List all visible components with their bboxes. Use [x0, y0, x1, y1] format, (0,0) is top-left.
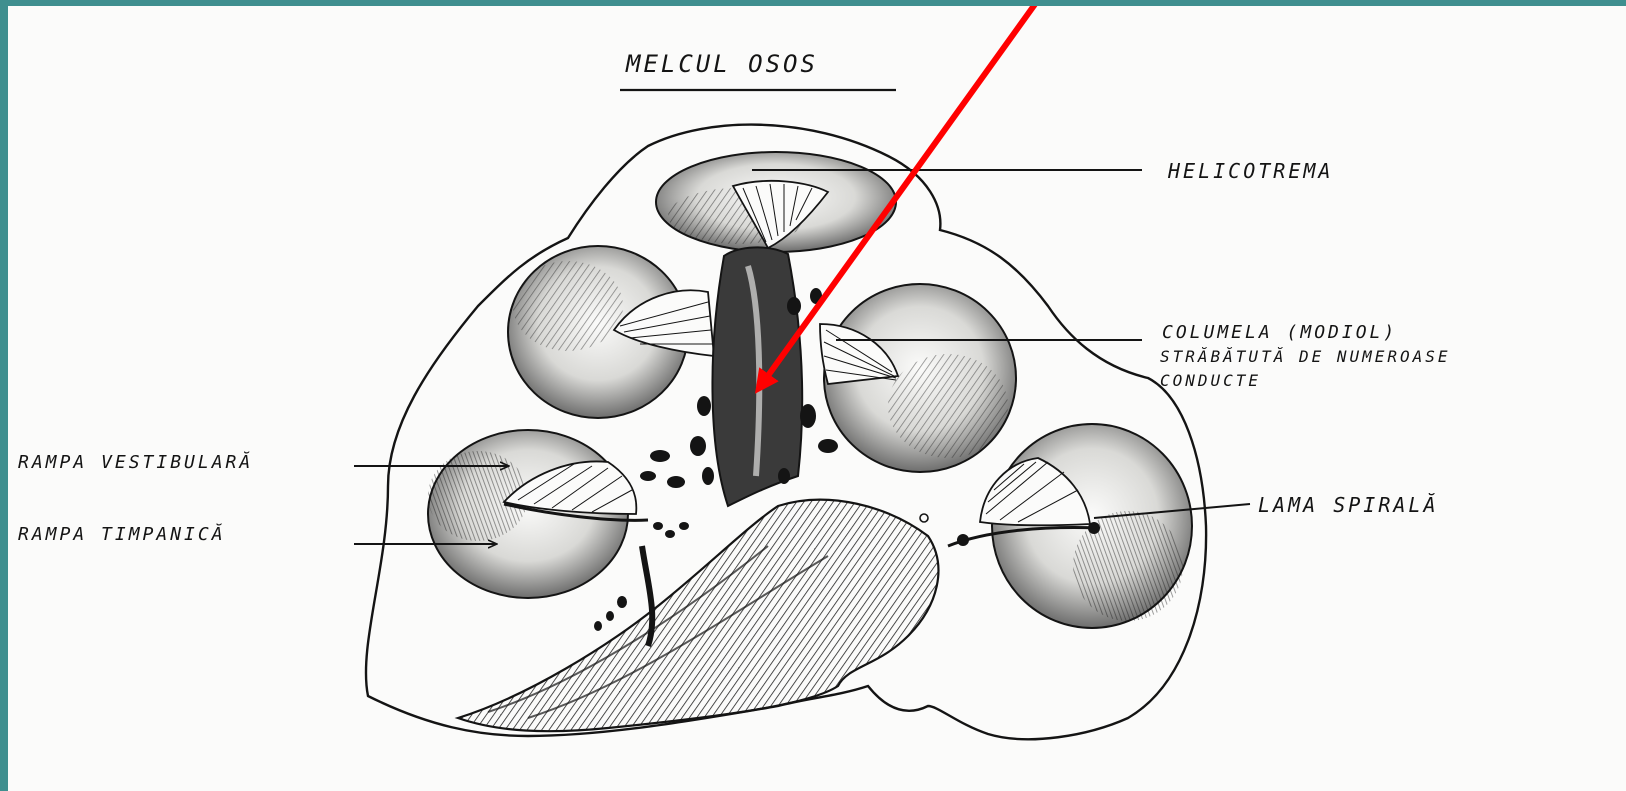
label-rampa-timpanica: RAMPA TIMPANICĂ	[18, 523, 226, 545]
label-columela-line3: CONDUCTE	[1160, 371, 1261, 390]
label-helicotrema: HELICOTREMA	[1167, 159, 1333, 183]
lamina-knot	[1088, 522, 1100, 534]
label-lama-spirala: LAMA SPIRALĂ	[1258, 493, 1439, 517]
label-columela-line1: COLUMELA (MODIOL)	[1162, 322, 1397, 343]
drawing-paper: MELCUL OSOS	[8, 6, 1626, 791]
diagram-title: MELCUL OSOS	[625, 50, 818, 78]
cochlea-diagram: MELCUL OSOS	[8, 6, 1626, 791]
middle-right-chamber-hatch	[888, 354, 1008, 458]
small-knot	[957, 534, 969, 546]
label-columela-line2: STRĂBĂTUTĂ DE NUMEROASE	[1160, 347, 1451, 366]
label-rampa-vestibulara: RAMPA VESTIBULARĂ	[18, 451, 253, 473]
middle-left-chamber-hatch	[513, 261, 623, 351]
